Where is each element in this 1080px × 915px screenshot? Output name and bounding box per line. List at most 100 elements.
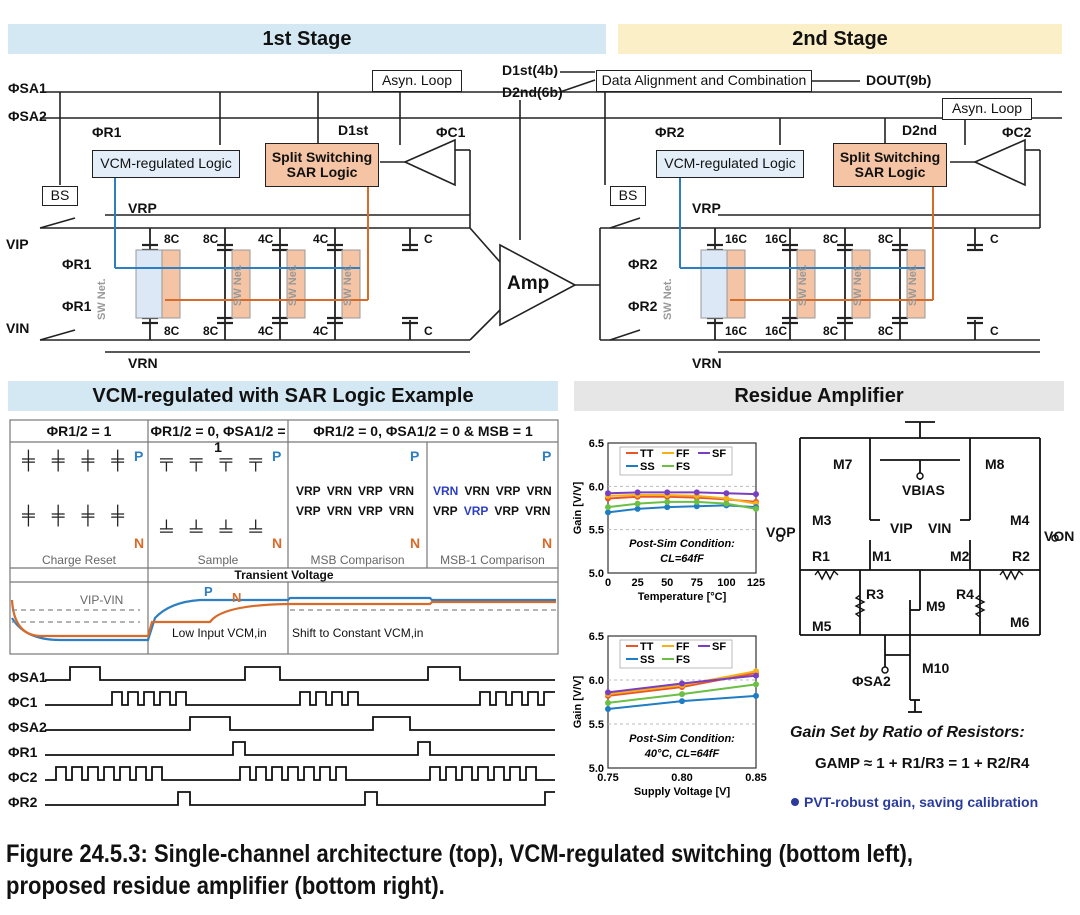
col-header-compare: ΦR1/2 = 0, ΦSA1/2 = 0 & MSB = 1 (313, 423, 533, 439)
vbias-label: VBIAS (902, 482, 945, 498)
m8-label: M8 (985, 456, 1005, 472)
col-header-reset: ΦR1/2 = 1 (46, 423, 112, 439)
vrn-label-1: VRN (128, 355, 158, 371)
reset-caps-n: ╪ ╪ ╪ ╪ (22, 505, 131, 525)
chart-0-point-SS (664, 504, 671, 511)
msb1-r1-c3: VRP (495, 484, 521, 498)
r1-label: R1 (812, 548, 830, 564)
chart-0-ytick: 5.5 (589, 525, 604, 537)
chart-1-point-SS (753, 692, 759, 699)
subcap-sample: Sample (197, 553, 239, 567)
n-label-1: N (134, 535, 145, 551)
msb-r1-c3: VRP (358, 484, 383, 498)
timing-label-sa1: ΦSA1 (8, 669, 47, 685)
chart-0-xtick: 25 (631, 577, 643, 589)
split-switching-2-label: Split Switching SAR Logic (839, 148, 941, 180)
chart-1-point-SF (753, 672, 759, 679)
timing-label-sa2: ΦSA2 (8, 719, 47, 735)
bullet-dot (791, 798, 799, 806)
chart-0-point-FS (664, 498, 671, 505)
chart-0-point-FS (693, 498, 700, 505)
cap-1-top: 8C (164, 232, 180, 246)
vop-label: VOP (766, 524, 796, 540)
residue-banner: Residue Amplifier (574, 381, 1064, 411)
vcm-logic-1-label: VCM-regulated Logic (100, 155, 232, 172)
cap-c-top-1: C (424, 232, 433, 246)
chart-0-legend-label-FF: FF (676, 448, 690, 460)
chart-0-ytick: 6.5 (589, 438, 604, 450)
chart-0-legend-label-TT: TT (640, 448, 654, 460)
chart-1-legend-label-SF: SF (712, 641, 726, 653)
chart-0-annotation: Post-Sim Condition: (629, 538, 735, 550)
chart-0-ytick: 6.0 (589, 481, 604, 493)
r2-label: R2 (1012, 548, 1030, 564)
msb-r1-c1: VRP (296, 484, 321, 498)
p-label-1: P (134, 448, 144, 464)
stage2-title: 2nd Stage (792, 27, 888, 50)
asyn-loop-1-label: Asyn. Loop (381, 72, 453, 89)
chart-1-xtick: 0.75 (597, 772, 618, 784)
p-trace-label: P (204, 584, 213, 599)
cap2-2-top: 16C (765, 232, 788, 246)
low-input-label: Low Input VCM,in (172, 626, 267, 640)
timing-label-r2: ΦR2 (8, 794, 38, 810)
chart-1-annotation: 40°C, CL=64fF (644, 748, 720, 760)
msb-r2-c3: VRP (358, 504, 383, 518)
m5-label: M5 (812, 618, 832, 634)
chart-0-point-FS (605, 504, 611, 511)
chart-0-point-SS (634, 505, 641, 512)
chart-0-point-SF (664, 489, 671, 496)
p-label-2: P (272, 448, 282, 464)
phi-c2-label: ΦC2 (1002, 124, 1032, 140)
chart-1-point-FF (753, 668, 759, 675)
split-switching-2: Split Switching SAR Logic (833, 143, 947, 187)
gain-formula: GAMP ≈ 1 + R1/R3 = 1 + R2/R4 (815, 755, 1030, 772)
chart-1-ytick: 6.0 (589, 675, 604, 687)
vin-label: VIN (6, 320, 30, 336)
chart-0-point-FF (723, 495, 730, 502)
msb-r2-c2: VRN (326, 504, 353, 518)
r4-label: R4 (956, 586, 974, 602)
chart-1-legend (619, 639, 733, 669)
chart-0-xtick: 50 (661, 577, 673, 589)
chart-0-point-SS (693, 503, 700, 510)
timing-label-c2: ΦC2 (8, 769, 38, 785)
r3-label: R3 (866, 586, 884, 602)
phi-r2-switch-top: ΦR2 (628, 256, 658, 272)
m2-label: M2 (950, 548, 970, 564)
vcm-banner: VCM-regulated with SAR Logic Example (8, 381, 558, 411)
cap-c-top-2: C (990, 232, 999, 246)
phi-sa1-label: ΦSA1 (8, 80, 47, 96)
chart-0-point-SS (605, 509, 611, 516)
m6-label: M6 (1010, 614, 1030, 630)
msb-r1-c2: VRN (326, 484, 353, 498)
chart-0-xtick: 75 (691, 577, 703, 589)
phi-c1-label: ΦC1 (436, 124, 466, 140)
m4-label: M4 (1010, 512, 1030, 528)
chart-1-point-SS (679, 698, 685, 705)
split-switching-1-label: Split Switching SAR Logic (271, 148, 373, 180)
chart-1-point-FS (605, 699, 611, 706)
cap2-4-bottom: 8C (878, 324, 894, 338)
phi-sa2-gate-label: ΦSA2 (852, 673, 891, 689)
chart-1-point-FS (679, 691, 685, 698)
chart-0-point-FS (753, 505, 759, 512)
cap-4-bottom: 4C (313, 324, 329, 338)
sample-caps-n: ╧ ╧ ╧ ╧ (160, 520, 269, 540)
col-header-sample: ΦR1/2 = 0, ΦSA1/2 = 1 (150, 423, 286, 455)
d2nd-bits-label: D2nd(6b) (502, 84, 563, 100)
msb-r1-c4: VRN (388, 484, 415, 498)
msb-r2-c4: VRN (388, 504, 415, 518)
chart-0-legend-label-SS: SS (640, 461, 655, 473)
chart-0-series-FS (607, 500, 757, 510)
d1st-label: D1st (338, 122, 369, 138)
timing-label-c1: ΦC1 (8, 694, 38, 710)
stage1-title: 1st Stage (262, 27, 352, 50)
chart-0-annotation: CL=64fF (660, 553, 704, 565)
split-switching-1: Split Switching SAR Logic (265, 143, 379, 187)
chart-1-annotation: Post-Sim Condition: (629, 733, 735, 745)
subcap-msb1: MSB-1 Comparison (440, 553, 545, 567)
reset-caps-p: ╪ ╪ ╪ ╪ (22, 450, 131, 470)
